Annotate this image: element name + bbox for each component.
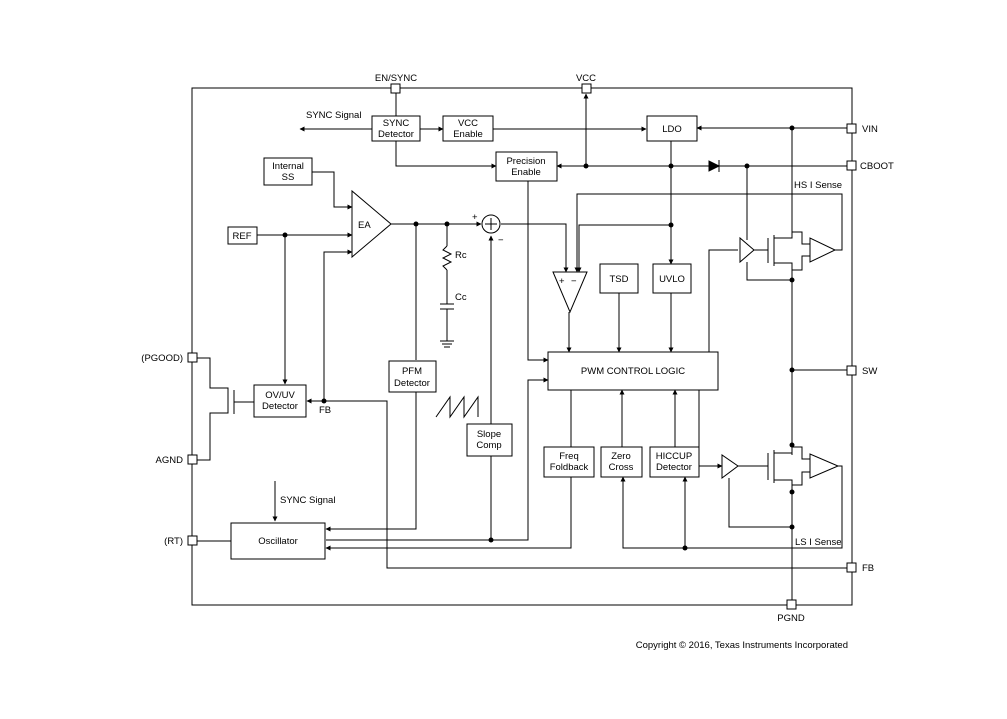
pwm-control-box — [547, 351, 719, 391]
precision-enable-line1: Precision — [506, 156, 545, 167]
pin-pgnd-label: PGND — [777, 613, 805, 624]
ls-gate-driver — [721, 454, 739, 479]
sync-detector-line1: SYNC — [383, 118, 410, 129]
pin-cboot — [846, 160, 857, 171]
ldo-box — [646, 115, 698, 142]
pin-agnd-label: AGND — [156, 455, 184, 466]
pfm-detector-box — [388, 360, 437, 393]
vcc-enable-box — [442, 115, 494, 142]
vcc-enable-line2: Enable — [453, 129, 483, 140]
tsd-label: TSD — [610, 274, 629, 285]
ref-box — [227, 226, 258, 245]
slope-comp-box — [466, 423, 513, 457]
hs-sense-amp — [809, 237, 837, 263]
uvlo-box — [652, 263, 692, 294]
pwm-comparator — [552, 271, 588, 314]
summer-plus-label: + — [472, 212, 478, 223]
pin-cboot-label: CBOOT — [860, 161, 894, 172]
pin-pgnd — [786, 599, 797, 610]
pin-sw-label: SW — [862, 366, 877, 377]
pin-vcc — [581, 83, 592, 94]
internal-ss-box — [263, 157, 313, 186]
summer-minus-label: − — [498, 235, 504, 246]
cc-label: Cc — [455, 292, 467, 303]
pin-agnd — [187, 454, 198, 465]
tsd-box — [599, 263, 639, 294]
vcc-enable-line1: VCC — [458, 118, 478, 129]
sync-detector-line2: Detector — [378, 129, 414, 140]
hiccup-detector-box — [649, 446, 700, 478]
ov-uv-detector-line1: OV/UV — [265, 390, 295, 401]
ov-uv-detector-box — [253, 384, 307, 418]
precision-enable-line2: Enable — [511, 167, 541, 178]
rc-label: Rc — [455, 250, 467, 261]
ldo-label: LDO — [662, 124, 682, 135]
zero-cross-box — [600, 446, 643, 478]
pin-en-sync — [390, 83, 401, 94]
pin-vin-label: VIN — [862, 124, 878, 135]
hiccup-detector-line1: HICCUP — [656, 451, 692, 462]
pin-fb-right — [846, 562, 857, 573]
pin-en-sync-label: EN/SYNC — [375, 73, 417, 84]
internal-ss-line1: Internal — [272, 161, 304, 172]
ea-amplifier — [351, 189, 392, 259]
hiccup-detector-line2: Detector — [656, 462, 692, 473]
pfm-detector-line1: PFM — [402, 366, 422, 377]
oscillator-label: Oscillator — [258, 536, 298, 547]
comp-plus-label: + — [559, 276, 565, 287]
zero-cross-line1: Zero — [611, 451, 631, 462]
sync-signal-top-label: SYNC Signal — [306, 110, 361, 121]
comp-minus-label: − — [571, 276, 577, 287]
hs-gate-driver — [739, 236, 755, 264]
slope-comp-line1: Slope — [477, 429, 501, 440]
blocks: SYNC Detector VCC Enable LDO Precision E… — [227, 115, 719, 560]
ls-i-sense-label: LS I Sense — [795, 537, 841, 548]
pin-vin — [846, 123, 857, 134]
copyright-text: Copyright © 2016, Texas Instruments Inco… — [636, 640, 848, 651]
precision-enable-box — [495, 151, 558, 182]
hs-i-sense-label: HS I Sense — [794, 180, 842, 191]
sync-signal-bottom-label: SYNC Signal — [280, 495, 335, 506]
pin-pgood-label: (PGOOD) — [141, 353, 183, 364]
internal-ss-line2: SS — [282, 172, 295, 183]
freq-foldback-line2: Foldback — [550, 462, 589, 473]
fb-internal-label: FB — [319, 405, 331, 416]
pin-rt-label: (RT) — [164, 536, 183, 547]
ls-sense-amp — [809, 453, 840, 479]
uvlo-label: UVLO — [659, 274, 685, 285]
zero-cross-line2: Cross — [609, 462, 634, 473]
ov-uv-detector-line2: Detector — [262, 401, 298, 412]
freq-foldback-box — [543, 446, 595, 478]
pwm-control-label: PWM CONTROL LOGIC — [581, 366, 685, 377]
pin-sw — [846, 365, 857, 376]
pin-pgood — [187, 352, 198, 363]
slope-comp-line2: Comp — [476, 440, 501, 451]
ea-label: EA — [358, 220, 371, 231]
wires — [197, 93, 847, 600]
sawtooth-symbol — [435, 395, 479, 419]
pins: EN/SYNC VCC VIN CBOOT SW FB PGND (PGOOD)… — [141, 73, 894, 624]
pin-fb-right-label: FB — [862, 563, 874, 574]
ic-boundary — [191, 87, 853, 606]
ref-label: REF — [233, 231, 252, 242]
pin-vcc-label: VCC — [576, 73, 596, 84]
pfm-detector-line2: Detector — [394, 378, 430, 389]
pin-rt — [187, 535, 198, 546]
oscillator-box — [230, 522, 326, 560]
freq-foldback-line1: Freq — [559, 451, 579, 462]
sync-detector-box — [371, 115, 421, 142]
